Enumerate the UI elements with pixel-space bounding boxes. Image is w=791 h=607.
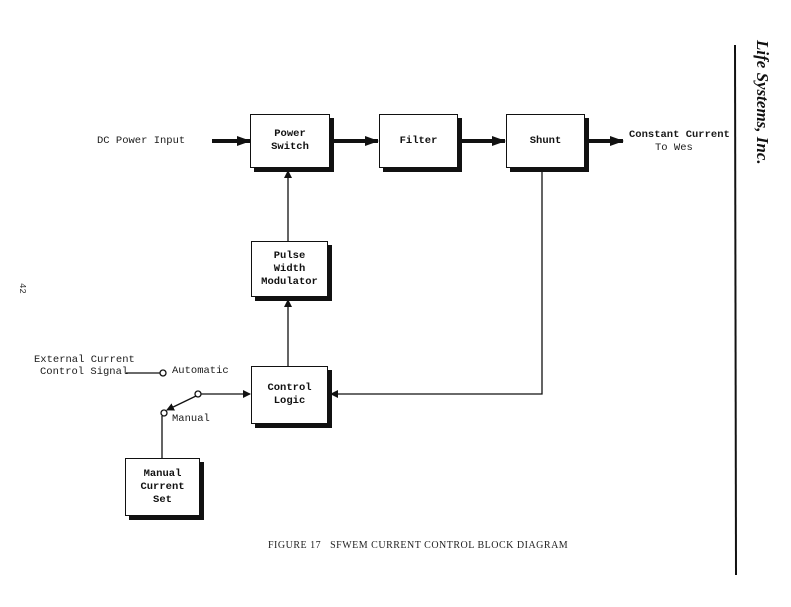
block-label: Pulse — [273, 249, 306, 262]
filter-block: Filter — [379, 114, 458, 168]
figure-caption: FIGURE 17 SFWEM CURRENT CONTROL BLOCK DI… — [268, 540, 569, 551]
manual-contact — [160, 409, 168, 417]
external-signal-label-line2: Control Signal — [40, 366, 129, 378]
block-label: Set — [153, 493, 172, 506]
block-label: Switch — [271, 141, 309, 153]
block-label: Modulator — [261, 275, 318, 288]
external-signal-label-line1: External Current — [34, 354, 135, 366]
manual-label: Manual — [172, 413, 210, 425]
block-label: Power — [274, 128, 306, 140]
block-label: Current — [140, 480, 185, 493]
block-label: Control — [267, 382, 312, 394]
shunt-block: Shunt — [506, 114, 585, 168]
block-label: Shunt — [529, 134, 562, 147]
block-label: Logic — [273, 395, 306, 407]
page-number: 42 — [17, 283, 27, 294]
automatic-label: Automatic — [172, 365, 229, 377]
block-label: Width — [273, 262, 306, 275]
company-brand: Life Systems, Inc. — [753, 40, 772, 165]
shunt-feedback-line — [330, 172, 543, 398]
output-label-line1: Constant Current — [629, 129, 730, 141]
margin-rule — [734, 44, 737, 576]
switch-arm — [166, 395, 197, 411]
output-label-line2: To Wes — [655, 142, 693, 154]
block-label: Manual — [143, 467, 182, 480]
dc-power-input-label: DC Power Input — [97, 135, 186, 147]
block-label: Filter — [399, 134, 438, 147]
automatic-contact — [159, 369, 167, 377]
